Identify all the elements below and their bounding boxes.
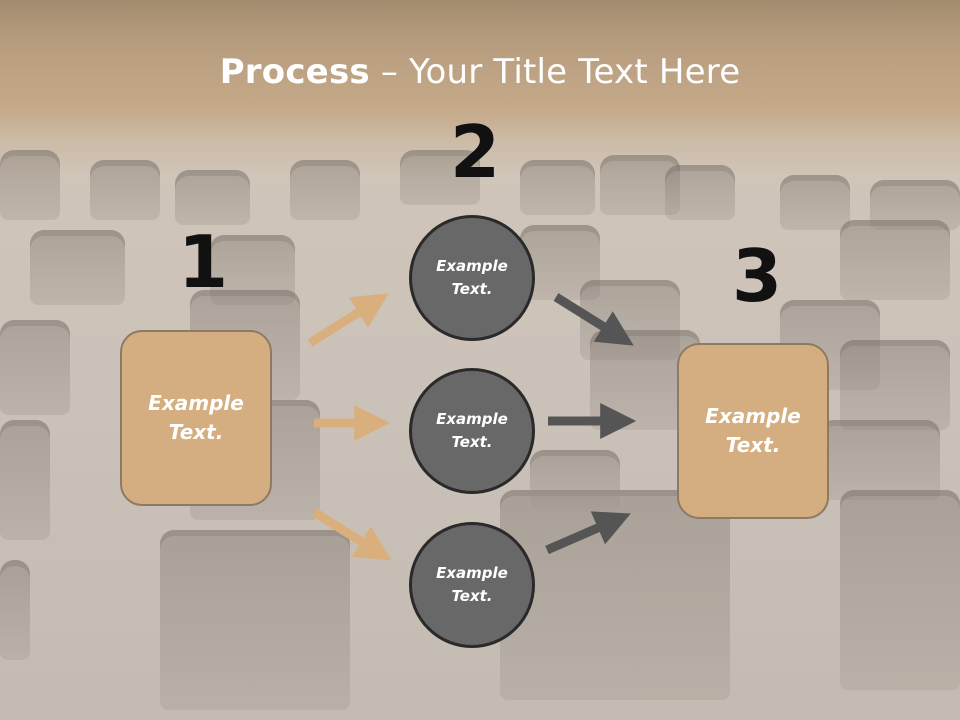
step-number-1: 1	[178, 220, 229, 304]
step-1-text-line2: Text.	[168, 420, 224, 444]
arrow-top-to-right	[553, 293, 634, 346]
title-bold: Process	[219, 52, 370, 92]
arrow-left-to-bottom	[311, 508, 392, 561]
circle-bottom-line2: Text.	[451, 587, 493, 605]
title-rest: – Your Title Text Here	[369, 52, 741, 92]
slide-title: Process – Your Title Text Here	[0, 52, 960, 92]
step-3-text-line2: Text.	[725, 433, 781, 457]
step-3-text-line1: Example	[705, 404, 801, 428]
circle-bottom-line1: Example	[436, 564, 508, 582]
circle-middle-line1: Example	[436, 410, 508, 428]
step-1-box: Example Text.	[120, 330, 272, 506]
arrow-bottom-to-right	[545, 511, 631, 555]
step-1-text-line1: Example	[148, 391, 244, 415]
step-2-circle-middle: Example Text.	[409, 368, 535, 494]
circle-top-line1: Example	[436, 257, 508, 275]
step-2-circle-bottom: Example Text.	[409, 522, 535, 648]
circle-middle-line2: Text.	[451, 433, 493, 451]
circle-top-line2: Text.	[451, 280, 493, 298]
step-number-2: 2	[450, 110, 501, 194]
step-3-box: Example Text.	[677, 343, 829, 519]
arrow-left-to-top	[307, 293, 389, 347]
step-number-3: 3	[732, 234, 783, 318]
step-2-circle-top: Example Text.	[409, 215, 535, 341]
